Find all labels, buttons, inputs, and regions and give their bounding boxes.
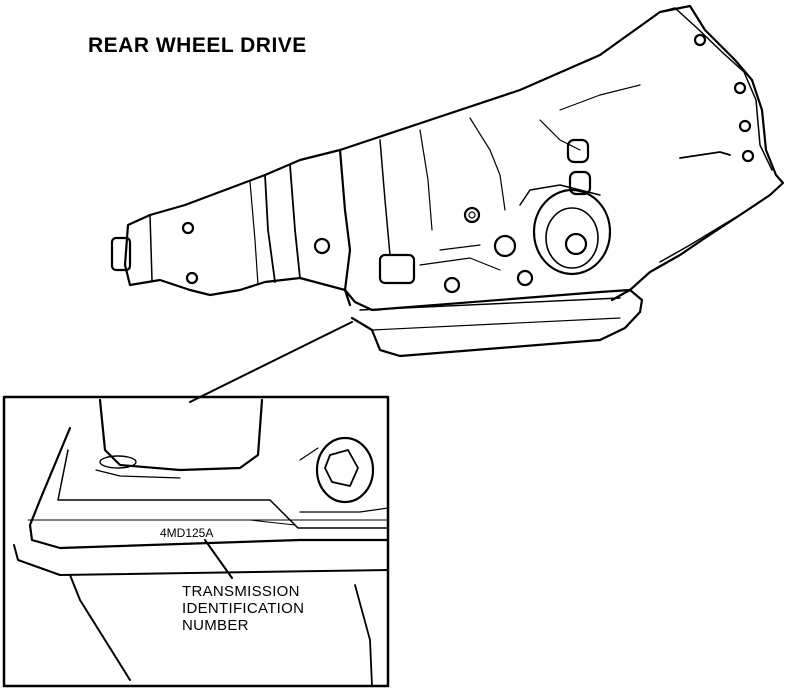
identification-code: 4MD125A <box>160 526 214 540</box>
callout-leader <box>204 539 233 579</box>
bellhousing <box>338 4 785 302</box>
modulator <box>378 253 416 285</box>
bellhousing-bolt <box>693 33 707 47</box>
output-yoke <box>110 236 132 272</box>
bellhousing-bolt <box>733 81 747 95</box>
extension-housing <box>123 148 347 297</box>
oil-pan-rail <box>343 288 644 314</box>
cooler-fitting <box>566 138 590 164</box>
case-plug <box>463 206 481 224</box>
diagram-title: REAR WHEEL DRIVE <box>88 34 307 57</box>
transmission-illustration <box>110 4 785 358</box>
governor-cover <box>493 184 612 276</box>
callout-line: TRANSMISSION <box>182 583 300 600</box>
bellhousing-bolt <box>738 119 752 133</box>
callout-label: TRANSMISSION IDENTIFICATION NUMBER <box>182 583 304 634</box>
callout-line: IDENTIFICATION <box>182 600 305 617</box>
inset-frame <box>2 395 390 688</box>
pan-flange <box>28 426 390 550</box>
transmission-case <box>338 148 352 307</box>
drain-plug <box>315 436 375 504</box>
callout-line: NUMBER <box>182 617 249 634</box>
leader-line <box>189 321 353 403</box>
bellhousing-bolt <box>741 149 755 163</box>
detail-inset <box>2 395 390 688</box>
cooler-fitting <box>568 170 592 196</box>
